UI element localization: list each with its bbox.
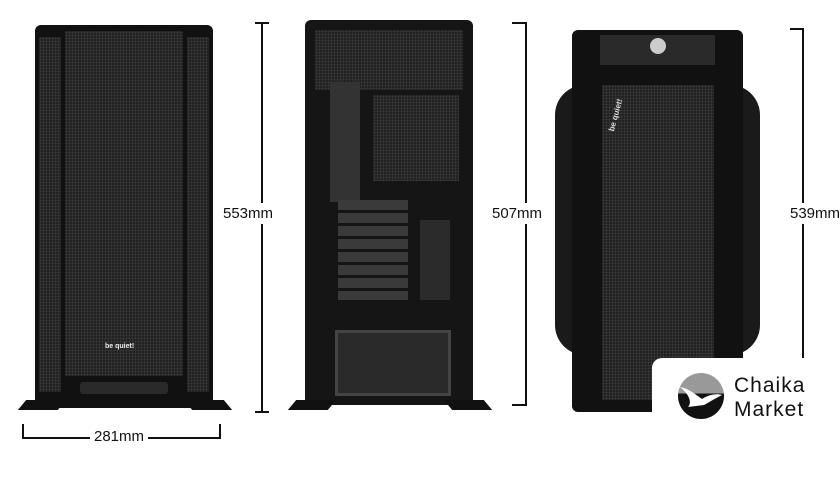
watermark-line1: Chaika <box>734 374 806 397</box>
front-logo: be quiet! <box>105 343 135 350</box>
front-height-label: 553mm <box>223 203 274 224</box>
front-mesh-panel <box>65 31 183 376</box>
rear-fan-grille <box>373 95 459 181</box>
width-label: 281mm <box>90 428 149 445</box>
power-button <box>650 38 666 54</box>
front-view-case: be quiet! <box>35 25 213 408</box>
psu-bay <box>335 330 451 396</box>
expansion-slots <box>338 200 408 300</box>
rear-view-case <box>305 20 473 405</box>
front-foot-left <box>17 400 67 410</box>
front-foot-right <box>183 400 233 410</box>
side-view-case: be quiet! <box>555 30 760 412</box>
side-mesh-panel <box>602 85 714 400</box>
side-height-label: 539mm <box>790 203 840 224</box>
seagull-logo-icon <box>678 373 724 419</box>
side-height-dimension-line <box>802 28 804 358</box>
rear-height-label: 507mm <box>492 203 543 224</box>
watermark-box: Chaika Market <box>652 358 840 478</box>
watermark-line2: Market <box>734 398 805 421</box>
